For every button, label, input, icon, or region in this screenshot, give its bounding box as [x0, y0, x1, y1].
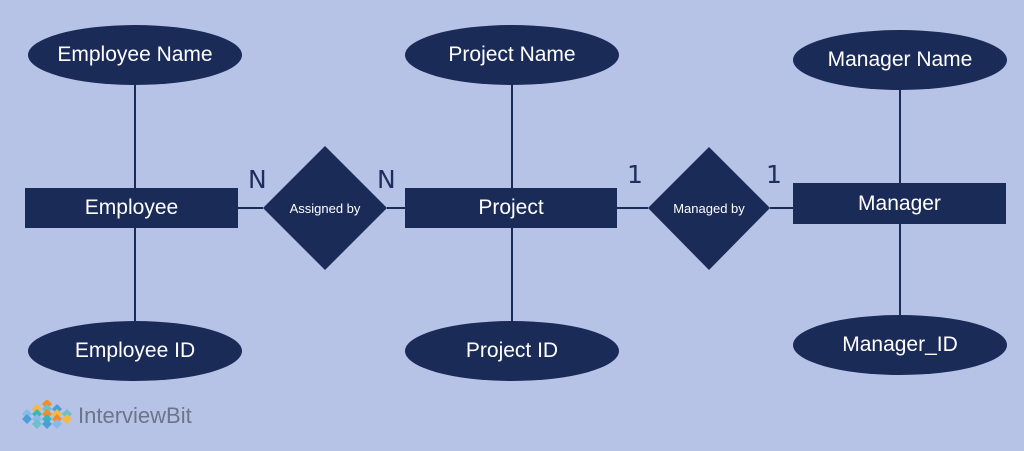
logo-tile [32, 419, 42, 429]
logo-tile [62, 414, 72, 424]
attribute-project-id-shape [405, 321, 619, 381]
logo-tile [52, 419, 62, 429]
cardinality-manager-managed-by: 1 [766, 160, 782, 189]
entity-manager-shape [793, 183, 1006, 224]
attribute-employee-name-shape [28, 25, 242, 85]
attribute-manager-id-shape [793, 315, 1007, 375]
attribute-manager-name-shape [793, 30, 1007, 90]
brand: InterviewBit [22, 400, 192, 432]
entity-project-shape [405, 188, 617, 228]
attribute-project-name-shape [405, 25, 619, 85]
relationship-managed-by-shape [648, 147, 770, 270]
relationship-assigned-by-shape [263, 146, 387, 270]
cardinality-project-managed-by: 1 [627, 160, 643, 189]
attribute-employee-id-shape [28, 321, 242, 381]
cardinality-employee-assigned-by: N [248, 165, 267, 194]
brand-name: InterviewBit [78, 403, 192, 428]
cardinality-project-assigned-by: N [377, 165, 396, 194]
logo-tile [42, 419, 52, 429]
interviewbit-logo-icon [22, 400, 72, 429]
entity-employee-shape [25, 188, 238, 228]
logo-tile [22, 414, 32, 424]
